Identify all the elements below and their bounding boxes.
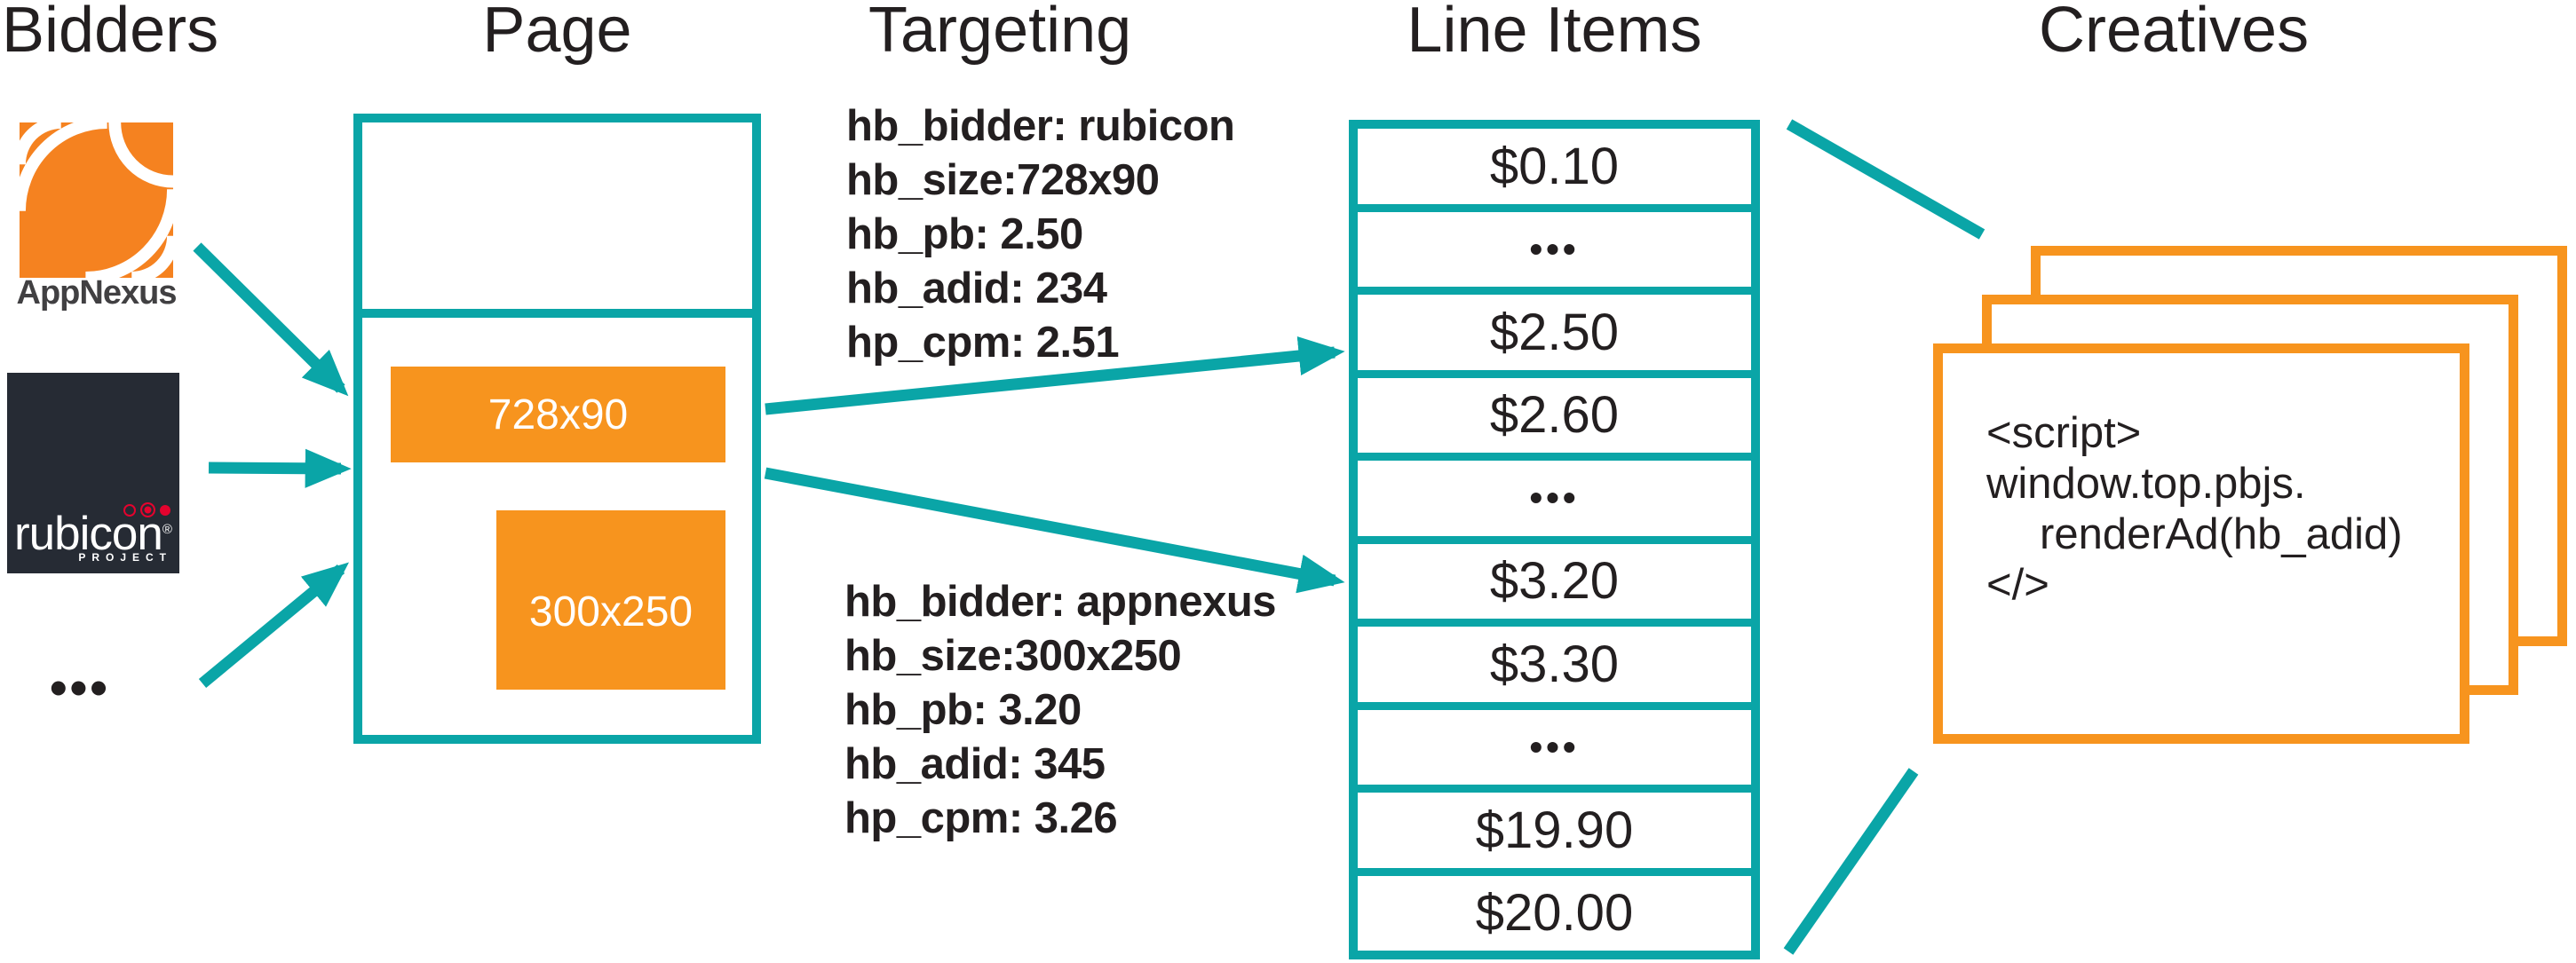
- rubicon-dots-icon: [123, 502, 170, 517]
- script-line: <script>: [1986, 409, 2142, 457]
- targeting-line: hb_size:728x90: [846, 156, 1160, 204]
- rubicon-dot-outline: [123, 503, 136, 517]
- column-title-page: Page: [482, 0, 632, 66]
- targeting-rubicon-block: hb_bidder: rubicon hb_size:728x90 hb_pb:…: [846, 99, 1235, 370]
- appnexus-label: AppNexus: [16, 274, 178, 312]
- arrow-morebidders-to-page: [198, 562, 350, 689]
- rubicon-logo: rubicon® PROJECT: [7, 373, 179, 573]
- targeting-line: hb_pb: 3.20: [844, 686, 1082, 734]
- appnexus-logo-icon: [20, 122, 173, 278]
- line-item-row: $0.10: [1358, 129, 1751, 212]
- targeting-line: hp_cpm: 3.26: [844, 794, 1118, 842]
- rubicon-dot-solid: [160, 504, 170, 516]
- column-title-bidders: Bidders: [2, 0, 219, 66]
- line-item-row-ellipsis: •••: [1358, 461, 1751, 544]
- targeting-line: hb_pb: 2.50: [846, 210, 1083, 258]
- connector-lineitems-to-creatives-bottom: [1783, 768, 1919, 955]
- script-line: renderAd(hb_adid): [2040, 510, 2403, 558]
- line-items-table: $0.10 ••• $2.50 $2.60 ••• $3.20 $3.30 ••…: [1349, 120, 1760, 959]
- targeting-line: hp_cpm: 2.51: [846, 319, 1120, 367]
- column-title-line-items: Line Items: [1407, 0, 1702, 66]
- page-header-divider: [362, 309, 752, 318]
- arrow-appnexus-to-page: [193, 242, 349, 397]
- ad-slot-300x250: 300x250: [496, 510, 725, 690]
- creative-script-snippet: <script> window.top.pbjs. renderAd(hb_ad…: [1986, 408, 2403, 611]
- rubicon-wordmark: rubicon®: [14, 508, 172, 560]
- script-line: </>: [1986, 561, 2049, 609]
- targeting-line: hb_adid: 345: [844, 740, 1106, 788]
- connector-lineitems-to-creatives-top: [1786, 119, 1986, 240]
- more-bidders-ellipsis: •••: [50, 659, 110, 715]
- targeting-line: hb_bidder: rubicon: [846, 102, 1235, 150]
- line-item-row: $20.00: [1475, 884, 1634, 943]
- column-title-targeting: Targeting: [868, 0, 1132, 66]
- targeting-line: hb_adid: 234: [846, 264, 1107, 312]
- registered-mark: ®: [162, 522, 172, 537]
- targeting-appnexus-block: hb_bidder: appnexus hb_size:300x250 hb_p…: [844, 575, 1277, 846]
- line-item-row: $2.50: [1358, 295, 1751, 378]
- line-item-row: $19.90: [1358, 793, 1751, 876]
- line-item-row: $3.20: [1358, 544, 1751, 627]
- line-item-row-ellipsis: •••: [1358, 212, 1751, 295]
- rubicon-dot-donut: [140, 502, 155, 517]
- line-item-row: $3.30: [1358, 627, 1751, 710]
- targeting-line: hb_size:300x250: [844, 632, 1182, 680]
- line-item-row-ellipsis: •••: [1358, 710, 1751, 793]
- creative-card-front: [1933, 343, 2469, 744]
- arrow-page-to-lineitem-320: [764, 467, 1345, 594]
- targeting-line: hb_bidder: appnexus: [844, 578, 1277, 626]
- ad-slot-728x90: 728x90: [391, 367, 725, 462]
- script-line: window.top.pbjs.: [1986, 460, 2306, 508]
- rubicon-project-label: PROJECT: [78, 551, 172, 564]
- line-item-row: $2.60: [1358, 378, 1751, 461]
- arrow-rubicon-to-page: [208, 448, 352, 488]
- column-title-creatives: Creatives: [2039, 0, 2310, 66]
